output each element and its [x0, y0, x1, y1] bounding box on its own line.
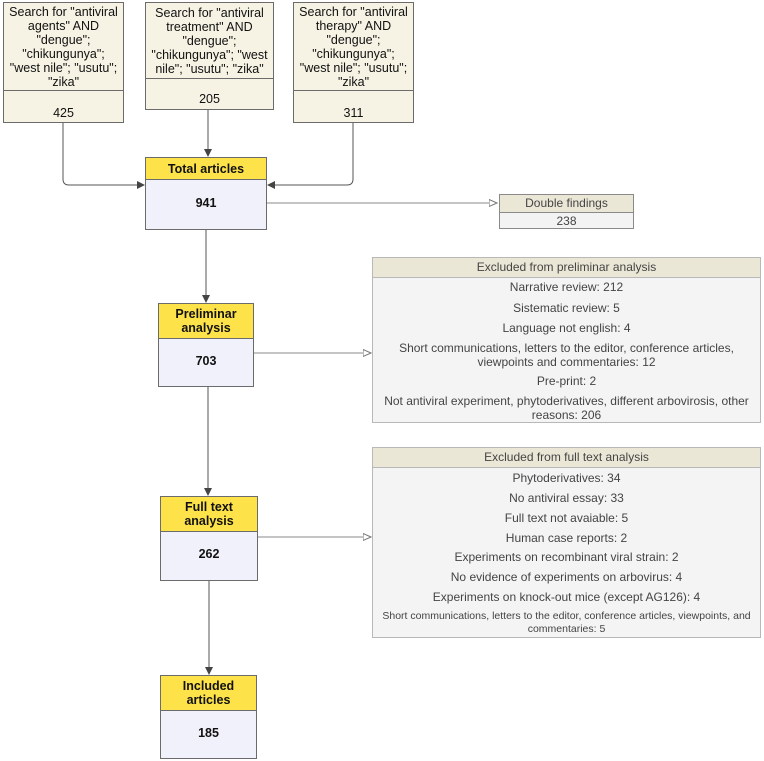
stage-count: 185	[198, 726, 219, 740]
search-query: Search for "antiviral treatment" AND "de…	[146, 3, 273, 79]
excluded-preliminary-panel: Excluded from preliminar analysis Narrat…	[372, 257, 761, 423]
search-box-antiviral-treatment: Search for "antiviral treatment" AND "de…	[145, 2, 274, 110]
included-articles-box: Included articles 185	[160, 675, 257, 759]
excluded-item: Full text not avaiable: 5	[504, 511, 629, 525]
search-box-antiviral-agents: Search for "antiviral agents" AND "dengu…	[3, 2, 124, 123]
double-findings-box: Double findings 238	[499, 194, 634, 229]
search-count: 205	[199, 92, 220, 106]
excluded-item: Phytoderivatives: 34	[512, 471, 621, 485]
excluded-item: Human case reports: 2	[505, 531, 628, 545]
connector-search3-total	[267, 123, 354, 189]
excluded-item: Not antiviral experiment, phytoderivativ…	[384, 394, 749, 422]
search-query: Search for "antiviral therapy" AND "deng…	[294, 3, 413, 91]
excluded-fulltext-panel: Excluded from full text analysis Phytode…	[372, 447, 761, 638]
stage-count: 703	[195, 354, 217, 368]
excluded-item: Short communications, letters to the edi…	[382, 610, 751, 635]
connector-search1-total	[62, 123, 145, 189]
search-box-antiviral-therapy: Search for "antiviral therapy" AND "deng…	[293, 2, 414, 123]
excluded-item: Pre-print: 2	[536, 374, 597, 388]
stage-label: Preliminar analysis	[159, 304, 253, 339]
double-findings-count: 238	[556, 214, 577, 228]
excluded-item: Experiments on knock-out mice (except AG…	[432, 590, 701, 604]
excluded-item: Short communications, letters to the edi…	[399, 341, 734, 369]
excluded-preliminary-title: Excluded from preliminar analysis	[373, 258, 760, 278]
excluded-item: No antiviral essay: 33	[509, 491, 624, 505]
search-count: 311	[343, 106, 364, 120]
stage-label: Total articles	[146, 158, 266, 180]
preliminary-analysis-box: Preliminar analysis 703	[158, 303, 254, 387]
stage-count: 941	[195, 196, 217, 210]
stage-count: 262	[198, 547, 220, 561]
total-articles-box: Total articles 941	[145, 157, 267, 230]
stage-label: Included articles	[161, 676, 256, 711]
excluded-item: No evidence of experiments on arbovirus:…	[450, 570, 683, 584]
excluded-item: Experiments on recombinant viral strain:…	[454, 550, 679, 564]
excluded-item: Sistematic review: 5	[513, 301, 620, 315]
excluded-item: Language not english: 4	[502, 321, 631, 335]
stage-label: Full text analysis	[161, 497, 257, 532]
excluded-item: Narrative review: 212	[509, 280, 624, 294]
search-query: Search for "antiviral agents" AND "dengu…	[4, 3, 123, 91]
excluded-fulltext-title: Excluded from full text analysis	[373, 448, 760, 468]
double-findings-label: Double findings	[500, 195, 633, 213]
full-text-analysis-box: Full text analysis 262	[160, 496, 258, 581]
search-count: 425	[53, 106, 74, 120]
